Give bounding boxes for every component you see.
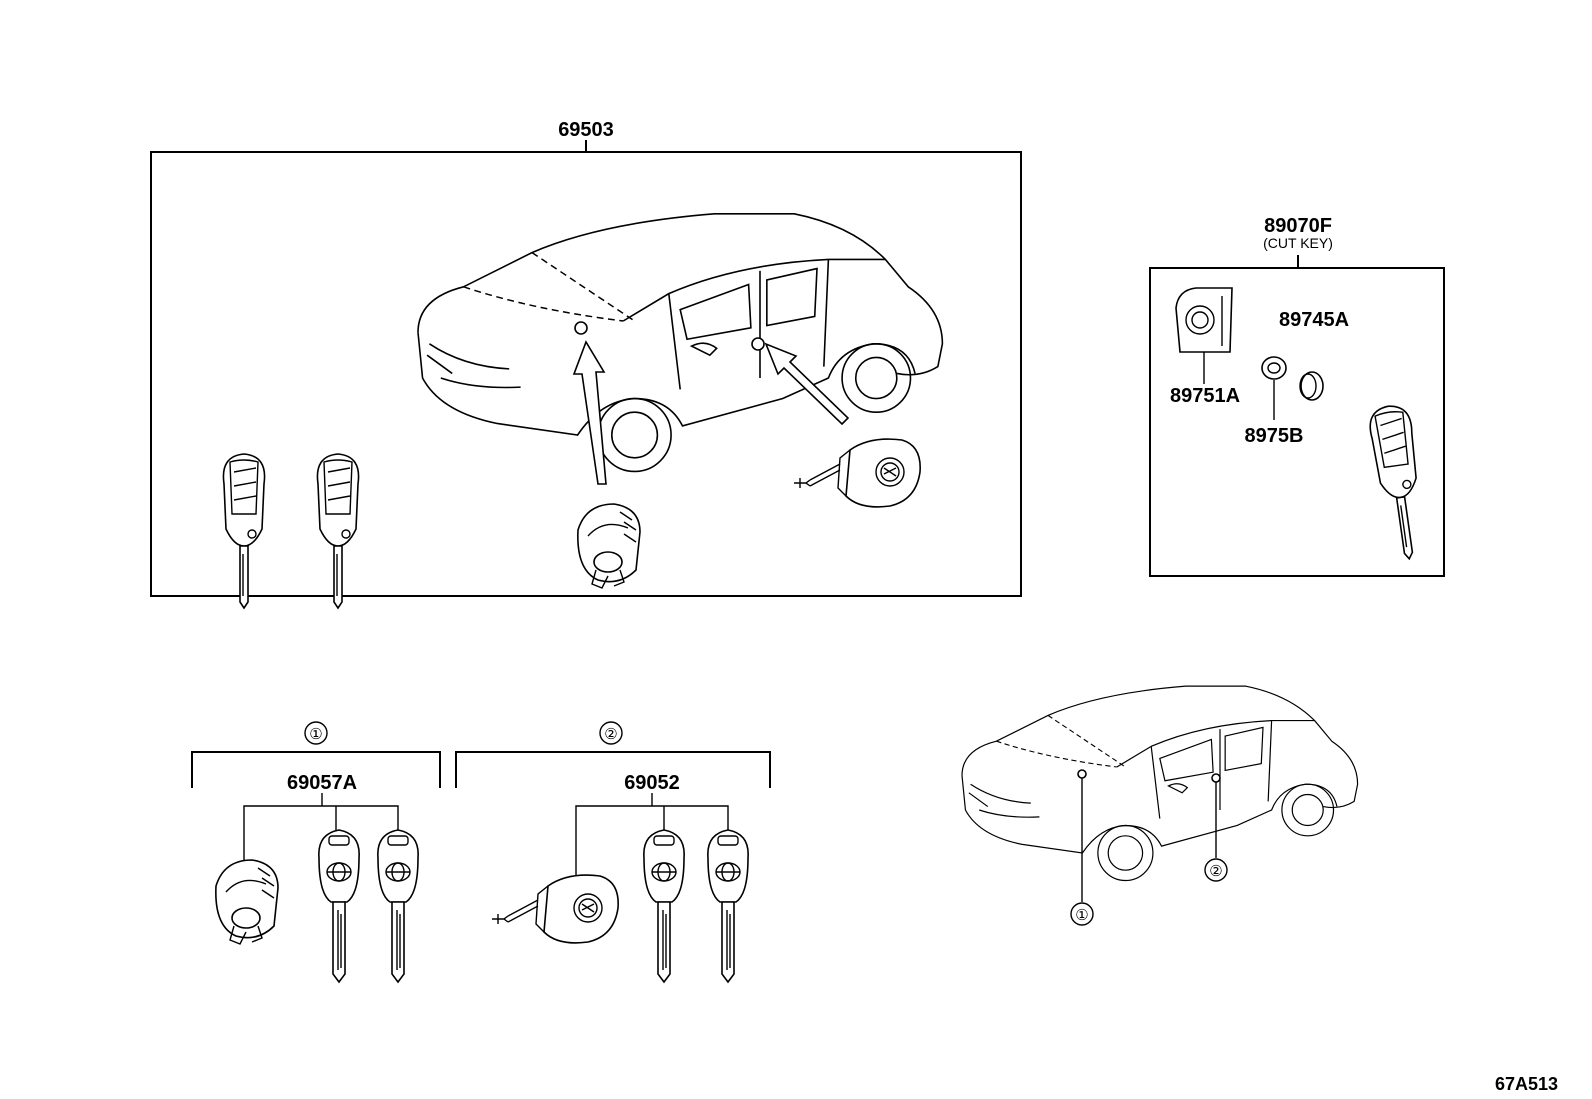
key-cover-icon xyxy=(1175,287,1233,353)
location-callout-2-circle xyxy=(1204,858,1228,882)
battery-icon xyxy=(1300,371,1324,401)
hood-lock-point xyxy=(574,321,588,335)
transponder-chip-icon xyxy=(1261,356,1287,380)
remote-key-icon xyxy=(316,453,360,609)
sub-assembly-2-part-number: 69052 xyxy=(624,772,680,794)
key-icon xyxy=(643,829,685,983)
hood-lock-cylinder-icon xyxy=(215,859,279,945)
hood-lock-location xyxy=(1077,769,1087,779)
callout-1-circle xyxy=(304,721,328,745)
location-callout-1: ① xyxy=(1075,907,1088,924)
door-lock-cylinder-icon xyxy=(793,438,921,508)
cut-key-kit-part-number: 89070F xyxy=(1264,215,1332,237)
key-icon xyxy=(377,829,419,983)
main-assembly-part-number: 69503 xyxy=(558,119,614,141)
location-callout-1-circle xyxy=(1070,902,1094,926)
main-car-illustration xyxy=(417,213,944,473)
callout-2-circle xyxy=(599,721,623,745)
main-assembly-box xyxy=(150,151,1022,597)
part-label-89751a: 89751A xyxy=(1170,385,1240,407)
door-lock-location xyxy=(1211,773,1221,783)
hood-lock-cylinder-icon xyxy=(577,503,641,589)
callout-2-number: ② xyxy=(604,726,617,743)
cut-key-note: (CUT KEY) xyxy=(1263,235,1333,251)
door-lock-cylinder-icon xyxy=(491,874,619,944)
location-callout-2: ② xyxy=(1209,863,1222,880)
cut-remote-key-icon xyxy=(1366,402,1431,563)
key-icon xyxy=(707,829,749,983)
part-label-89745a: 89745A xyxy=(1279,309,1349,331)
key-icon xyxy=(318,829,360,983)
door-lock-point xyxy=(751,337,765,351)
part-label-8975b: 8975B xyxy=(1245,425,1304,447)
arrow-to-hood-lock xyxy=(572,340,607,485)
diagram-code: 67A513 xyxy=(1495,1074,1558,1094)
remote-key-icon xyxy=(222,453,266,609)
location-car-illustration xyxy=(961,685,1359,882)
arrow-to-door-lock xyxy=(764,342,850,426)
callout-1-number: ① xyxy=(309,726,322,743)
sub-assembly-1-part-number: 69057A xyxy=(287,772,357,794)
cut-key-kit-box xyxy=(1149,267,1445,577)
